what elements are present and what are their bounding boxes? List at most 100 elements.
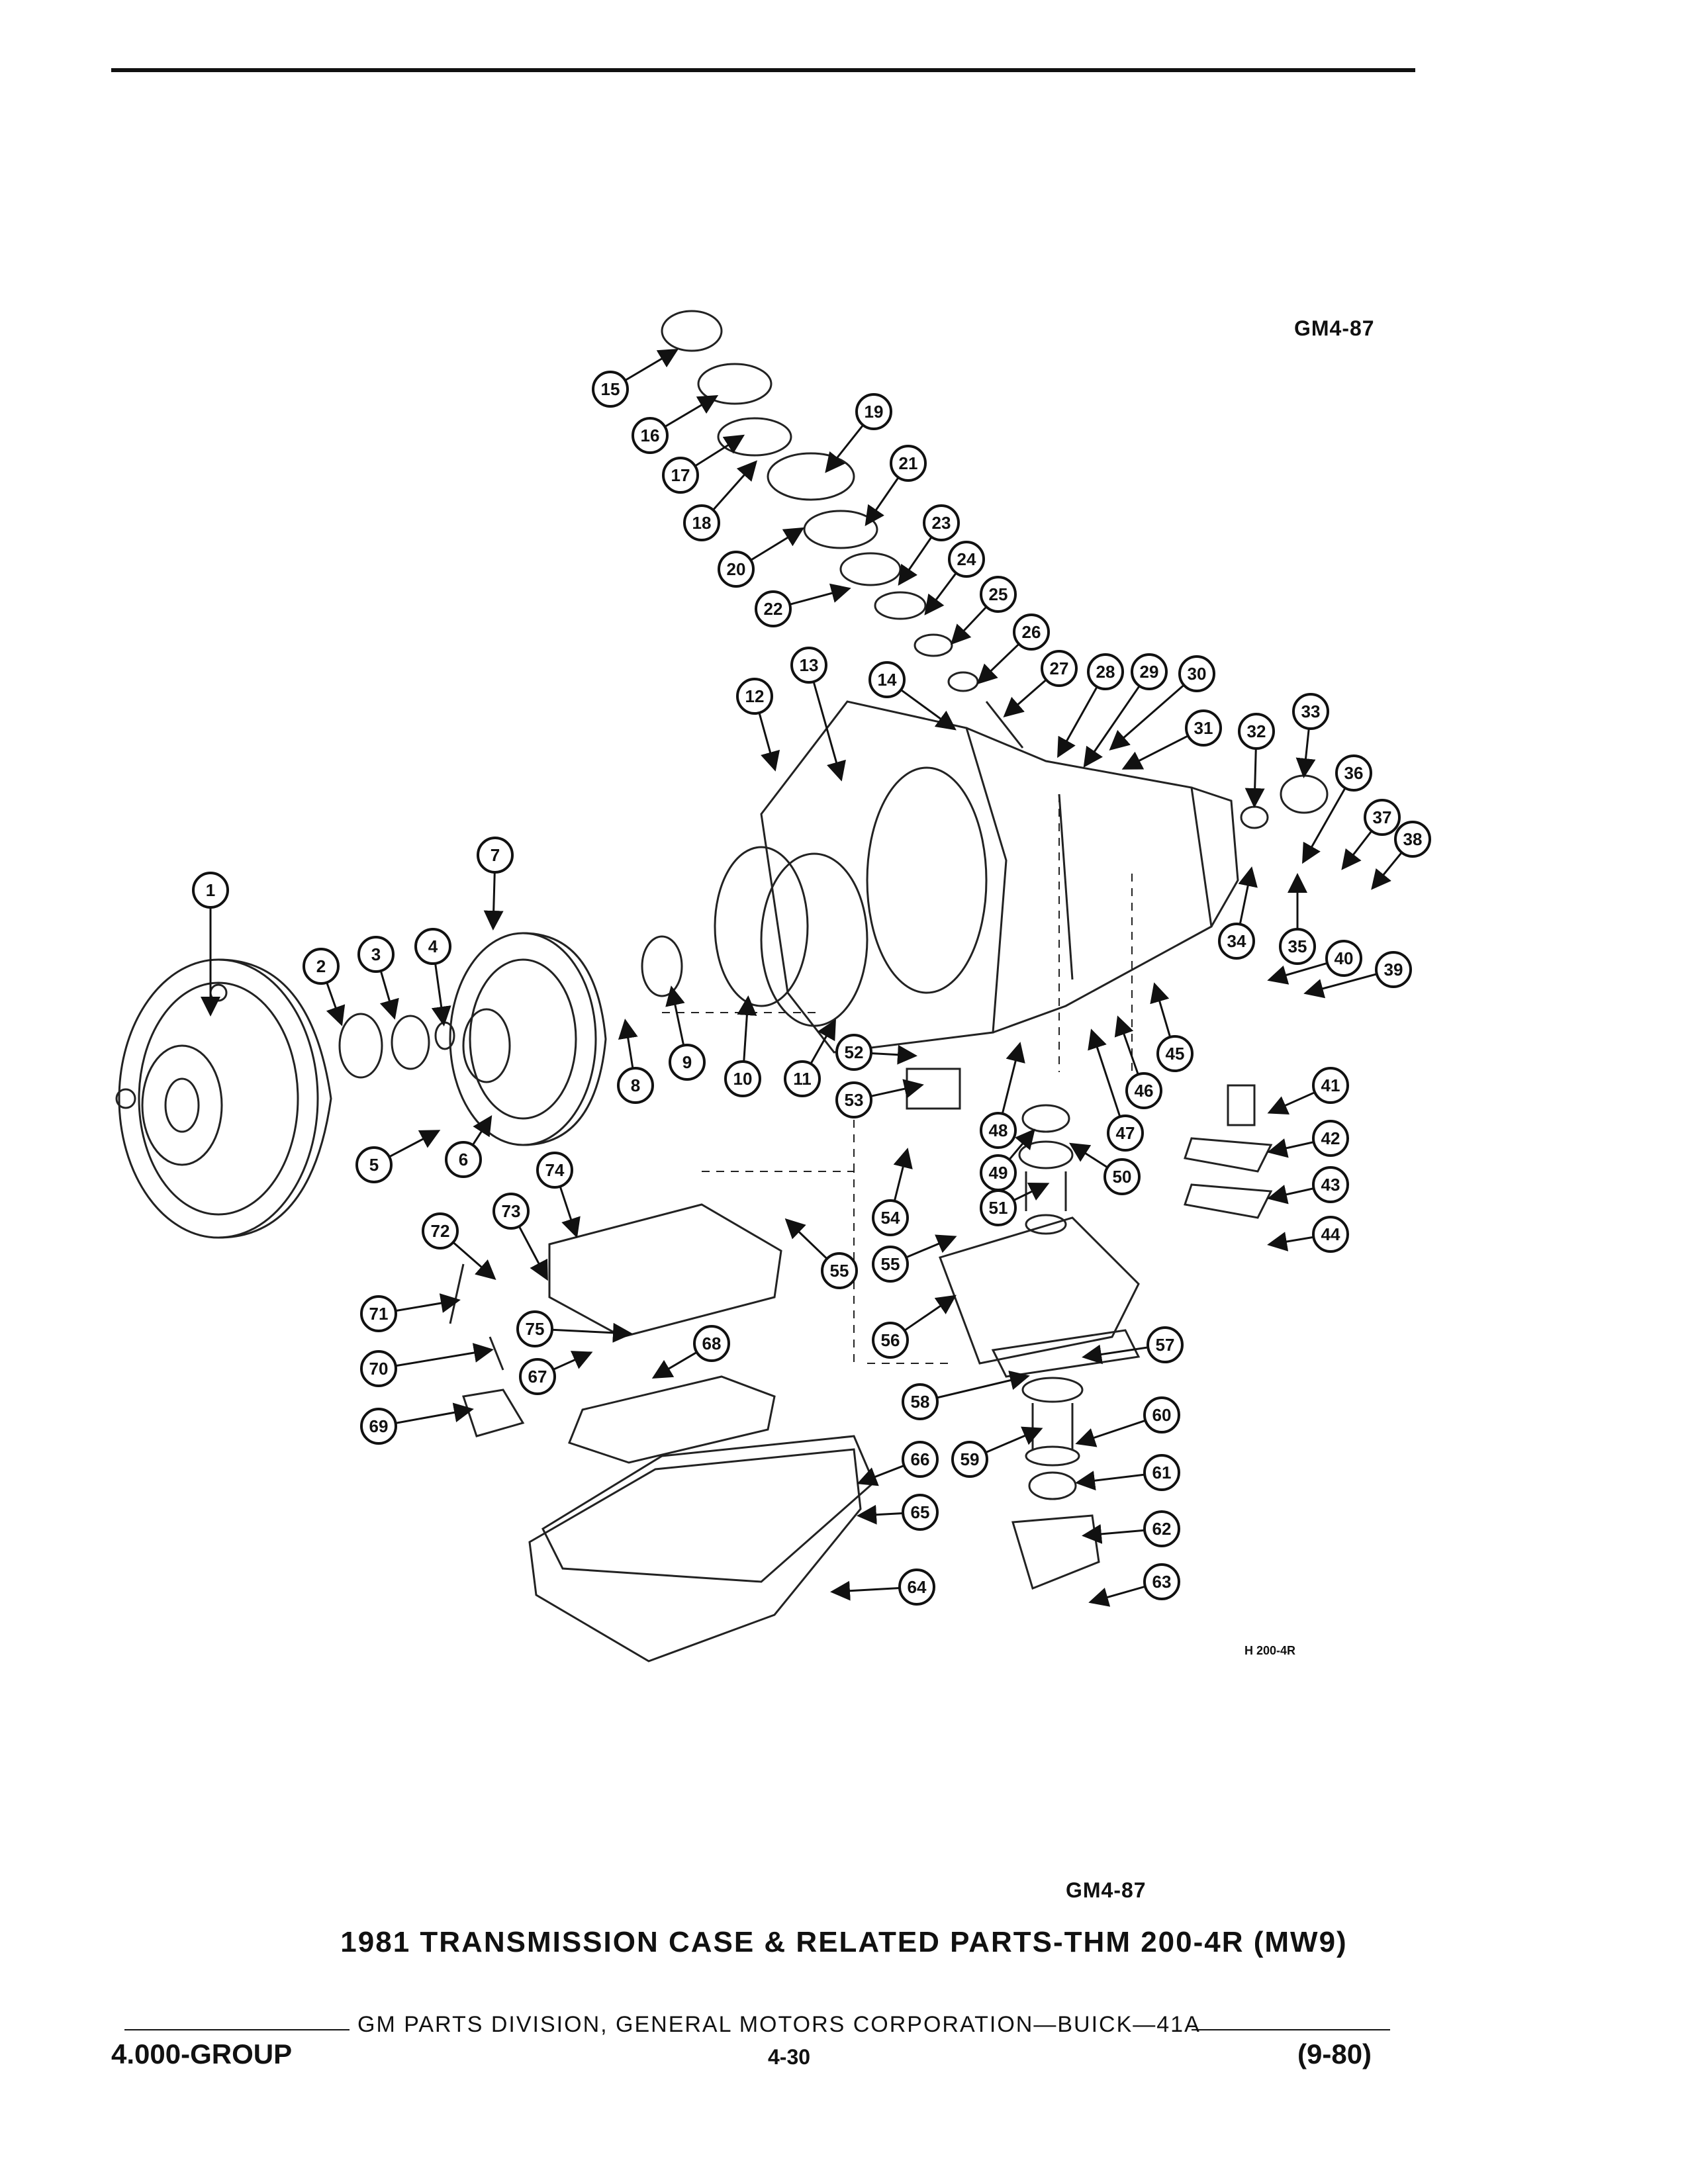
callout-58: 58 [902, 1370, 1030, 1420]
leader-arrow [750, 527, 805, 561]
leader-arrow [694, 434, 745, 467]
leader-arrow [1267, 962, 1328, 985]
leader-arrow [1267, 1185, 1314, 1205]
callout-circle [192, 872, 229, 909]
callout-circle [980, 1189, 1017, 1226]
leader-arrow [825, 424, 864, 473]
callout-number: 46 [1135, 1081, 1154, 1101]
footer-rule-left [124, 2029, 350, 2030]
callout-circle [1394, 821, 1431, 858]
callout-circle [902, 1441, 939, 1478]
callout-circle [1143, 1510, 1180, 1547]
drawing-code: H 200-4R [1244, 1644, 1295, 1657]
leader-arrow [553, 1351, 593, 1371]
footer-rule-right [1192, 2029, 1390, 2030]
callout-number: 19 [865, 402, 884, 422]
leader-arrow [624, 348, 679, 382]
callout-72: 72 [422, 1212, 496, 1280]
footer-group: 4.000-GROUP [111, 2038, 293, 2070]
servo-part [1011, 1377, 1100, 1590]
callout-circle [1292, 693, 1329, 730]
leader-arrow [1057, 686, 1098, 758]
callout-circle [898, 1569, 935, 1606]
leader-arrow [830, 1580, 900, 1601]
callout-number: 69 [369, 1416, 389, 1436]
callout-67: 67 [519, 1351, 593, 1395]
leader-arrow [1082, 1344, 1149, 1365]
leader-arrow [936, 1370, 1030, 1399]
callout-64: 64 [830, 1569, 935, 1606]
leader-arrow [1121, 735, 1189, 770]
torque-converter-part [115, 958, 332, 1239]
leader-arrow [1068, 1142, 1108, 1169]
leader-arrow [1075, 1419, 1146, 1447]
callout-30: 30 [1109, 655, 1215, 751]
callout-number: 9 [682, 1052, 692, 1072]
pan-gasket-part [541, 1435, 875, 1583]
callout-number: 27 [1050, 659, 1069, 678]
callout-circle [736, 678, 773, 715]
callout-number: 63 [1152, 1572, 1172, 1592]
callout-number: 15 [601, 379, 620, 399]
callout-circle [683, 504, 720, 541]
leader-arrow [1114, 1015, 1139, 1075]
leader-arrow [389, 1130, 441, 1158]
callout-number: 56 [881, 1330, 900, 1350]
callout-circle [890, 445, 927, 482]
callout-number: 55 [881, 1254, 900, 1274]
callout-circle [519, 1358, 556, 1395]
callout-number: 45 [1166, 1044, 1185, 1064]
callout-47: 47 [1088, 1028, 1144, 1152]
leader-arrow [1008, 1128, 1035, 1161]
transmission-case-part [760, 700, 1239, 1054]
callout-number: 17 [671, 465, 690, 485]
callout-23: 23 [898, 504, 960, 586]
callout-circle [902, 1494, 939, 1531]
callout-68: 68 [651, 1325, 730, 1379]
leader-arrow [1295, 728, 1316, 778]
leader-arrow [857, 1504, 904, 1525]
callout-40: 40 [1267, 940, 1362, 985]
callout-number: 57 [1156, 1335, 1175, 1355]
callout-46: 46 [1114, 1015, 1162, 1109]
separator-plate-part [939, 1216, 1140, 1365]
callout-62: 62 [1082, 1510, 1180, 1547]
callout-circle [1087, 653, 1124, 690]
callout-37: 37 [1341, 799, 1401, 870]
callout-number: 4 [428, 936, 438, 956]
callout-circle [790, 647, 827, 684]
callout-circle [872, 1246, 909, 1283]
callout-circle [784, 1060, 821, 1097]
cover-plate-part [661, 310, 723, 352]
callout-number: 75 [526, 1319, 545, 1339]
callout-28: 28 [1057, 653, 1124, 758]
callout-number: 32 [1247, 721, 1266, 741]
extension-stack-part [697, 363, 1024, 749]
callout-circle [477, 837, 514, 874]
callout-circle [516, 1310, 553, 1347]
callout-circle [1125, 1072, 1162, 1109]
footer-page-number: 4-30 [768, 2045, 811, 2069]
callout-number: 16 [641, 426, 660, 445]
callout-number: 10 [733, 1069, 753, 1089]
leader-arrow [893, 1148, 913, 1202]
callout-circle [1335, 754, 1372, 792]
callout-number: 74 [545, 1160, 565, 1180]
callout-number: 38 [1403, 829, 1423, 849]
callout-63: 63 [1088, 1563, 1180, 1607]
callout-18: 18 [683, 460, 757, 541]
callout-21: 21 [865, 445, 927, 526]
callout-39: 39 [1303, 951, 1412, 999]
callout-circle [872, 1322, 909, 1359]
callout-number: 40 [1335, 948, 1354, 968]
callout-circle [357, 936, 395, 973]
guide-dashed-lines [662, 794, 1133, 1364]
callout-circle [868, 661, 906, 698]
callout-31: 31 [1121, 709, 1222, 770]
callout-circle [1041, 650, 1078, 687]
callout-number: 53 [845, 1090, 864, 1110]
ref-code-top: GM4-87 [1294, 316, 1375, 340]
callout-70: 70 [360, 1343, 494, 1387]
leader-arrow [651, 1351, 698, 1379]
